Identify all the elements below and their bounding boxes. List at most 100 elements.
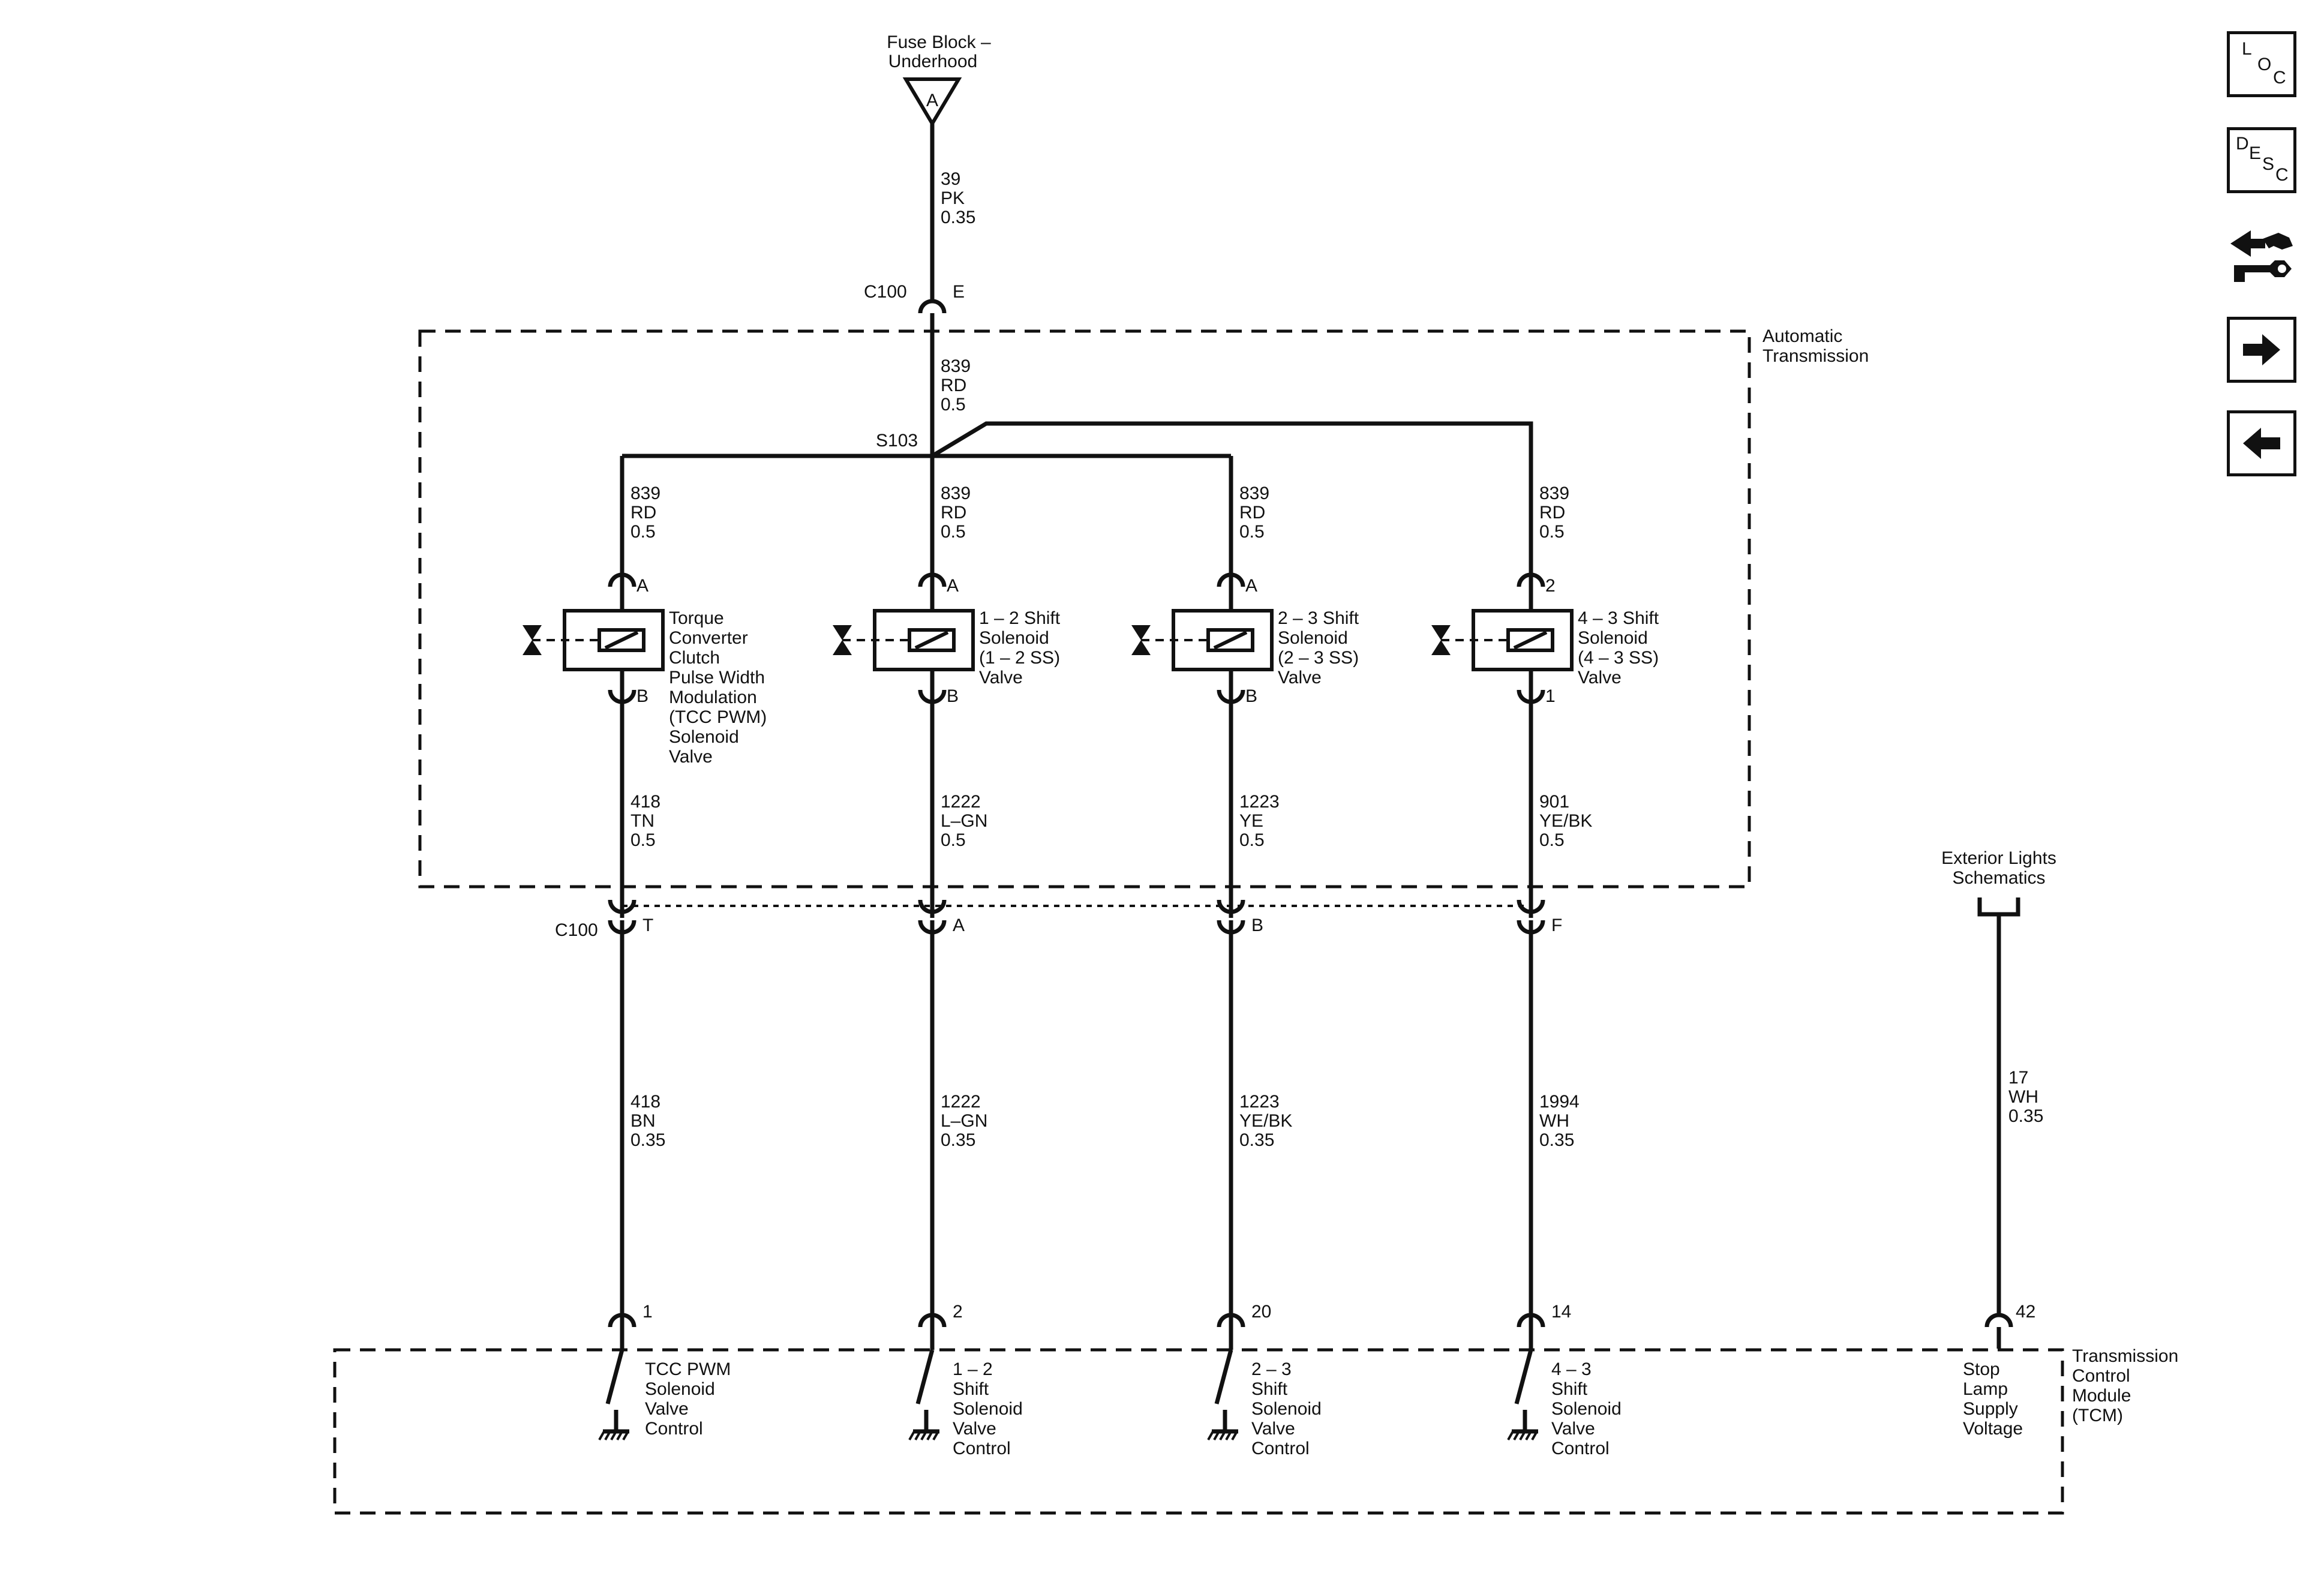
tcm-pin <box>1517 1313 1545 1328</box>
solenoid-in-label: A <box>1245 576 1257 596</box>
tcm-pin <box>608 1313 636 1328</box>
tcm-switch <box>1514 1349 1533 1404</box>
tcm-box <box>333 1348 2064 1515</box>
outer-gauge: 0.35 <box>1539 1130 1574 1150</box>
solenoid-name-line: Valve <box>1578 668 1622 688</box>
inner-gauge: 0.5 <box>1539 830 1565 850</box>
outer-circuit: 418 <box>630 1092 660 1112</box>
c100-top-pin-label: E <box>953 282 965 302</box>
solenoid-name-line: Modulation <box>669 688 757 707</box>
exterior-bracket <box>1977 897 2020 917</box>
solenoid-out-label: B <box>947 686 959 706</box>
exterior-label-2: Schematics <box>1952 868 2045 888</box>
solenoid-name-line: 4 – 3 Shift <box>1578 608 1659 628</box>
stop-wire-gauge: 0.35 <box>2008 1106 2043 1126</box>
valve-icon <box>1131 625 1151 655</box>
solenoid-name-line: Valve <box>979 668 1023 688</box>
inner-gauge: 0.5 <box>941 830 966 850</box>
tcm-pin-label: 1 <box>642 1302 653 1322</box>
tcm-function-line: Solenoid <box>1251 1399 1322 1419</box>
stop-lamp-pin <box>1984 1313 2013 1328</box>
solenoid-name-line: 1 – 2 Shift <box>979 608 1061 628</box>
desc-letter-d: D <box>2236 134 2249 154</box>
left-arrow-icon <box>2243 428 2280 459</box>
supply-gauge: 0.5 <box>1539 522 1565 542</box>
c100-bottom-id: C100 <box>555 920 598 940</box>
tcm-function-line: Control <box>953 1439 1011 1458</box>
loc-button[interactable]: L O C <box>2227 31 2296 97</box>
supply-color: RD <box>630 503 656 523</box>
valve-icon <box>833 625 852 655</box>
tcm-pin <box>1217 1313 1245 1328</box>
valve-icon <box>523 625 542 655</box>
tcm-function-line: 4 – 3 <box>1551 1359 1592 1379</box>
outer-color: YE/BK <box>1239 1111 1292 1131</box>
supply-circuit: 839 <box>1239 484 1269 503</box>
solenoid-in-label: 2 <box>1545 576 1556 596</box>
solenoid-coil-slash <box>1513 631 1548 650</box>
c100-pin-label: T <box>642 915 653 935</box>
tcm-function-line: Control <box>1551 1439 1610 1458</box>
solenoid-name-line: Clutch <box>669 648 720 668</box>
outer-circuit: 1994 <box>1539 1092 1580 1112</box>
solenoid-in-pin <box>608 572 636 587</box>
automatic-transmission-box <box>418 329 1751 888</box>
ground-icon <box>908 1431 939 1440</box>
c100-pin-label: A <box>953 915 965 935</box>
solenoid-coil-slash <box>1213 631 1248 650</box>
outer-gauge: 0.35 <box>1239 1130 1274 1150</box>
next-button[interactable] <box>2227 317 2296 383</box>
supply-color: RD <box>1539 503 1565 523</box>
tcm-switch <box>1214 1349 1233 1404</box>
c100-pin-label: F <box>1551 915 1562 935</box>
solenoid-in-pin <box>918 572 947 587</box>
inner-circuit: 1223 <box>1239 792 1280 812</box>
supply-color: RD <box>1239 503 1265 523</box>
trunk-wire-gauge: 0.5 <box>941 395 966 415</box>
ground-icon <box>1507 1431 1538 1440</box>
solenoid-name-line: Converter <box>669 628 748 648</box>
solenoid-out-label: 1 <box>1545 686 1556 706</box>
stop-wire-color: WH <box>2008 1087 2038 1107</box>
stop-label-4: Voltage <box>1963 1419 2023 1439</box>
stop-lamp-pin-label: 42 <box>2016 1302 2035 1322</box>
solenoid-name-line: (1 – 2 SS) <box>979 648 1060 668</box>
solenoid-name-line: Solenoid <box>979 628 1049 648</box>
solenoid-in-pin <box>1217 572 1245 587</box>
inner-color: TN <box>630 811 654 831</box>
valve-icon <box>1431 625 1451 655</box>
outer-gauge: 0.35 <box>630 1130 665 1150</box>
inner-circuit: 1222 <box>941 792 981 812</box>
loc-letter-o: O <box>2257 55 2272 74</box>
supply-gauge: 0.5 <box>630 522 656 542</box>
back-button[interactable] <box>2227 410 2296 476</box>
solenoid-name-line: Solenoid <box>1278 628 1348 648</box>
outer-gauge: 0.35 <box>941 1130 975 1150</box>
outer-color: BN <box>630 1111 656 1131</box>
desc-letter-c: C <box>2275 165 2289 185</box>
solenoid-name-line: (2 – 3 SS) <box>1278 648 1359 668</box>
c100-pin-label: B <box>1251 915 1263 935</box>
tcm-function-line: Valve <box>1251 1419 1295 1439</box>
tcm-function-line: Valve <box>1551 1419 1595 1439</box>
solenoid-name-line: Solenoid <box>669 727 739 747</box>
tcm-label-1: Transmission <box>2072 1346 2178 1366</box>
outer-circuit: 1223 <box>1239 1092 1280 1112</box>
tcm-function-line: Valve <box>953 1419 996 1439</box>
trans-box-label-2: Transmission <box>1762 346 1869 366</box>
desc-button[interactable]: D E S C <box>2227 127 2296 193</box>
ground-icon <box>598 1431 629 1440</box>
solenoid-name-line: Valve <box>1278 668 1322 688</box>
connector-wrench-icon[interactable] <box>2227 222 2296 292</box>
solenoid-out-label: B <box>1245 686 1257 706</box>
solenoid-name-line: Solenoid <box>1578 628 1648 648</box>
supply-circuit: 839 <box>630 484 660 503</box>
tcm-function-line: 2 – 3 <box>1251 1359 1292 1379</box>
tcm-function-line: Shift <box>953 1379 989 1399</box>
outer-color: L–GN <box>941 1111 987 1131</box>
outer-color: WH <box>1539 1111 1569 1131</box>
splice-label: S103 <box>876 431 918 451</box>
inner-circuit: 418 <box>630 792 660 812</box>
tcm-pin-label: 20 <box>1251 1302 1271 1322</box>
inner-circuit: 901 <box>1539 792 1569 812</box>
